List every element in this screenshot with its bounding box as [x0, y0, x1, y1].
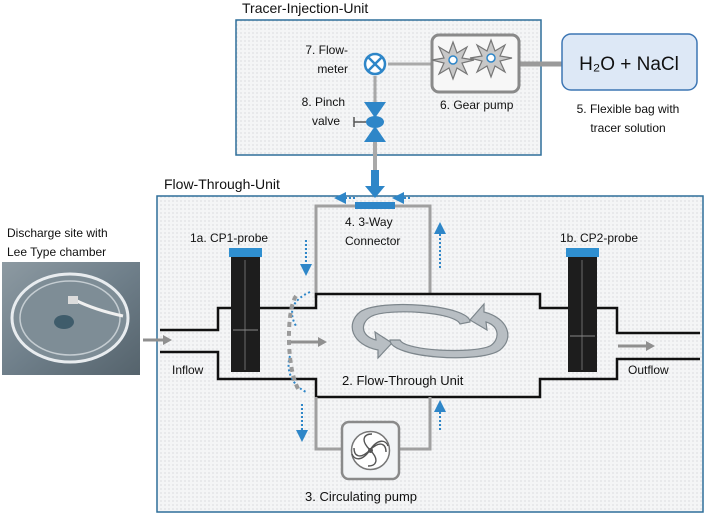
cp2-probe	[566, 248, 599, 372]
flowmeter-icon	[363, 52, 387, 76]
recirc-curve-lower	[287, 355, 307, 393]
tracer-bag	[561, 33, 698, 91]
outflow-label: Outflow	[628, 363, 669, 377]
circulation-arrows-icon	[351, 302, 509, 360]
inflow-label: Inflow	[172, 363, 204, 377]
solution-label: H₂O + NaCl	[579, 54, 679, 75]
connector-label-1: 4. 3-Way	[345, 215, 393, 229]
flowmeter-label-1: 7. Flow-	[305, 43, 348, 57]
cp1-label: 1a. CP1-probe	[190, 231, 268, 245]
tracer-unit-title: Tracer-Injection-Unit	[242, 0, 368, 16]
circulating-pump-icon	[340, 420, 401, 481]
pump-tube-right	[399, 397, 432, 451]
pinch-valve-icon	[353, 102, 386, 142]
return-tube-right	[395, 204, 432, 293]
gear-pump-label: 6. Gear pump	[440, 98, 514, 112]
main-pipe	[160, 292, 700, 399]
cp1-probe	[229, 248, 262, 372]
bag-label-1: 5. Flexible bag with	[577, 102, 680, 116]
gear-pump-icon	[430, 33, 521, 94]
flow-arrow-mid-icon	[290, 337, 327, 347]
discharge-label-2: Lee Type chamber	[7, 245, 106, 259]
bag-label-2: tracer solution	[590, 121, 665, 135]
pinch-valve-label-2: valve	[312, 114, 340, 128]
flowmeter-label-2: meter	[317, 62, 348, 76]
discharge-photo	[2, 262, 140, 375]
connector-label-2: Connector	[345, 234, 400, 248]
return-tube-left	[314, 204, 355, 298]
cp2-label: 1b. CP2-probe	[560, 231, 638, 245]
injection-arrow-icon	[365, 170, 385, 198]
pump-tube-left	[314, 397, 342, 451]
recirc-gray-dashed	[286, 294, 302, 394]
circulating-pump-label: 3. Circulating pump	[305, 489, 417, 504]
pinch-valve-label-1: 8. Pinch	[302, 95, 345, 109]
three-way-connector	[355, 202, 395, 209]
inflow-arrow-icon	[143, 335, 172, 345]
discharge-label-1: Discharge site with	[7, 226, 108, 240]
flow-through-label: 2. Flow-Through Unit	[342, 373, 464, 388]
outflow-arrow-icon	[618, 341, 655, 351]
flow-unit-title: Flow-Through-Unit	[164, 176, 280, 192]
